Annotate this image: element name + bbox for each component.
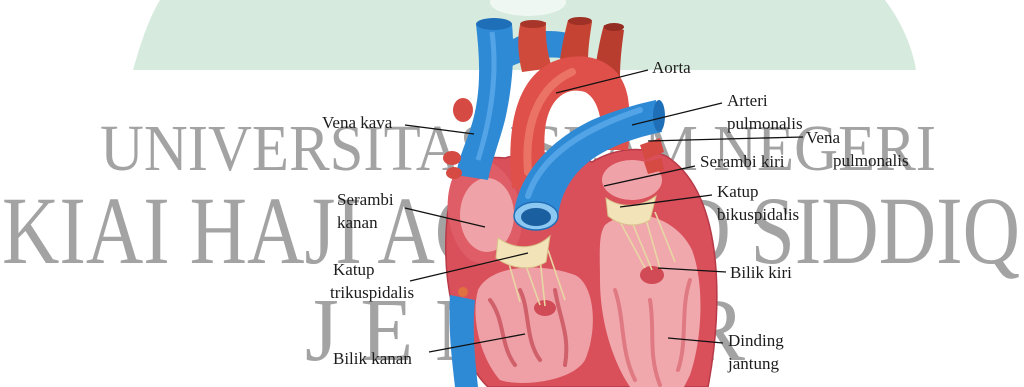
leader-line-katup-trikuspidalis bbox=[410, 253, 528, 281]
leader-line-serambi-kiri bbox=[604, 166, 695, 186]
label-dinding-jantung: Dinding jantung bbox=[728, 329, 784, 375]
label-text-line-1: Serambi bbox=[337, 188, 394, 211]
label-text: Serambi kiri bbox=[700, 150, 785, 173]
label-bilik-kiri: Bilik kiri bbox=[730, 261, 792, 284]
label-text: Vena kava bbox=[322, 111, 392, 134]
leader-line-serambi-kanan bbox=[405, 208, 485, 227]
label-vena-kava: Vena kava bbox=[322, 111, 392, 134]
leader-line-dinding-jantung bbox=[668, 338, 723, 343]
leader-line-bilik-kanan bbox=[429, 334, 525, 352]
label-text: Bilik kiri bbox=[730, 261, 792, 284]
label-text-line-1: Arteri bbox=[727, 89, 803, 112]
label-text-line-2: pulmonalis bbox=[727, 112, 803, 135]
label-katup-trikuspidalis: Katup trikuspidalis bbox=[330, 258, 414, 304]
label-text-line-2: jantung bbox=[728, 352, 784, 375]
label-text: Bilik kanan bbox=[333, 347, 412, 370]
leader-line-aorta bbox=[556, 70, 648, 93]
label-text-line-2: trikuspidalis bbox=[330, 281, 414, 304]
label-text-line-1: Dinding bbox=[728, 329, 784, 352]
label-text-line-2: bikuspidalis bbox=[717, 203, 799, 226]
label-text-line-1: Katup bbox=[330, 258, 414, 281]
leader-line-vena-kava bbox=[405, 125, 474, 134]
leader-line-katup-bikuspidalis bbox=[620, 195, 712, 207]
label-serambi-kiri: Serambi kiri bbox=[700, 150, 785, 173]
label-text-line-1: Katup bbox=[717, 180, 799, 203]
leader-line-arteri-pulmonalis bbox=[632, 103, 722, 125]
label-arteri-pulmonalis: Arteri pulmonalis bbox=[727, 89, 803, 135]
label-bilik-kanan: Bilik kanan bbox=[333, 347, 412, 370]
label-vena-pulmonalis: Vena pulmonalis bbox=[806, 126, 909, 172]
leader-line-vena-pulmonalis bbox=[648, 137, 803, 141]
label-katup-bikuspidalis: Katup bikuspidalis bbox=[717, 180, 799, 226]
label-text-line-2: pulmonalis bbox=[806, 149, 909, 172]
label-text: Aorta bbox=[652, 56, 691, 79]
leader-line-bilik-kiri bbox=[658, 268, 726, 272]
label-serambi-kanan: Serambi kanan bbox=[337, 188, 394, 234]
label-aorta: Aorta bbox=[652, 56, 691, 79]
label-text-line-1: Vena bbox=[806, 126, 909, 149]
label-text-line-2: kanan bbox=[337, 211, 394, 234]
